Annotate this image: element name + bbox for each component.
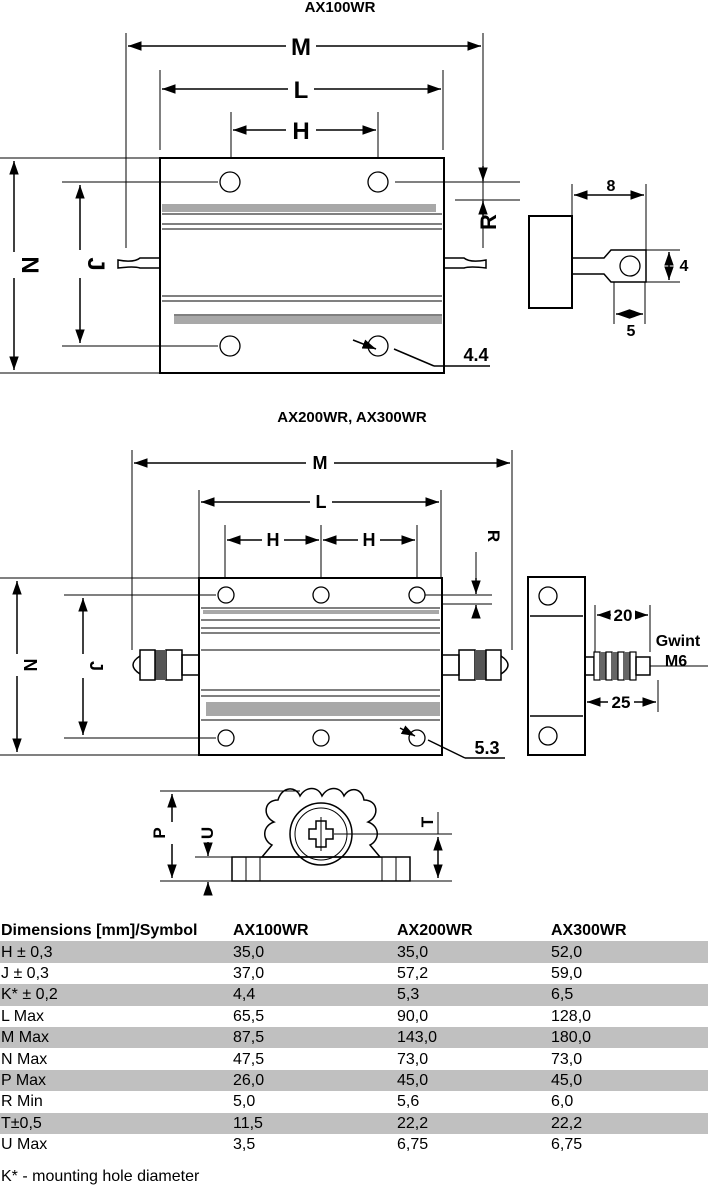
row-ax300: 52,0 bbox=[551, 943, 583, 961]
right-terminal-stud bbox=[441, 649, 509, 681]
row-symbol: J ± 0,3 bbox=[1, 964, 49, 982]
row-ax200: 5,6 bbox=[397, 1093, 420, 1111]
table-row: H ± 0,3 35,0 35,0 52,0 bbox=[0, 941, 708, 963]
row-symbol: U Max bbox=[1, 1136, 48, 1154]
side-dim-20: 20 bbox=[614, 606, 633, 625]
profile-view: P U T bbox=[150, 787, 452, 896]
dim-l-2: L bbox=[316, 492, 327, 512]
dim-h: H bbox=[292, 118, 309, 145]
dim-j-2: J bbox=[86, 661, 106, 671]
row-ax100: 5,0 bbox=[233, 1093, 256, 1111]
table-row: P Max 26,0 45,0 45,0 bbox=[0, 1069, 708, 1092]
table-header-row: Dimensions [mm]/Symbol AX100WR AX200WR A… bbox=[0, 920, 708, 941]
label-gwint: Gwint bbox=[656, 633, 701, 650]
ax100-front-view: M L H N J R bbox=[0, 32, 520, 374]
hole-diameter-5-3: 5.3 bbox=[474, 738, 499, 758]
header-ax200wr: AX200WR bbox=[397, 922, 473, 940]
row-ax200: 22,2 bbox=[397, 1114, 429, 1132]
table-row: R Min 5,0 5,6 6,0 bbox=[0, 1091, 708, 1112]
side-dim-5: 5 bbox=[627, 323, 636, 340]
row-ax200: 5,3 bbox=[397, 986, 420, 1004]
row-ax300: 6,75 bbox=[551, 1136, 583, 1154]
row-ax100: 3,5 bbox=[233, 1136, 256, 1154]
row-symbol: P Max bbox=[1, 1071, 47, 1089]
header-ax300wr: AX300WR bbox=[551, 922, 627, 940]
hole-diameter-4-4: 4.4 bbox=[463, 345, 488, 365]
row-ax200: 6,75 bbox=[397, 1136, 429, 1154]
dim-r-2: R bbox=[484, 530, 503, 542]
dim-t: T bbox=[418, 816, 437, 827]
row-ax300: 59,0 bbox=[551, 964, 583, 982]
dim-h-left: H bbox=[267, 530, 280, 550]
ax200-front-view: M L H H bbox=[0, 450, 513, 759]
dim-p: P bbox=[150, 827, 169, 838]
side-dim-8: 8 bbox=[607, 178, 616, 195]
ax100-side-view: 8 4 5 bbox=[528, 178, 689, 340]
row-ax300: 180,0 bbox=[551, 1029, 592, 1047]
row-ax100: 35,0 bbox=[233, 943, 265, 961]
header-ax100wr: AX100WR bbox=[233, 922, 309, 940]
row-ax100: 87,5 bbox=[233, 1029, 265, 1047]
row-symbol: M Max bbox=[1, 1029, 49, 1047]
row-ax100: 4,4 bbox=[233, 986, 256, 1004]
table-row: N Max 47,5 73,0 73,0 bbox=[0, 1048, 708, 1069]
row-ax100: 47,5 bbox=[233, 1050, 265, 1068]
row-ax300: 22,2 bbox=[551, 1114, 583, 1132]
header-symbol: Dimensions [mm]/Symbol bbox=[1, 922, 198, 940]
side-dim-4: 4 bbox=[680, 258, 689, 275]
row-ax100: 11,5 bbox=[233, 1114, 263, 1132]
row-symbol: T±0,5 bbox=[1, 1114, 42, 1132]
table-row: K* ± 0,2 4,4 5,3 6,5 bbox=[0, 984, 708, 1006]
dim-m-2: M bbox=[313, 453, 328, 473]
row-symbol: K* ± 0,2 bbox=[1, 986, 58, 1004]
row-symbol: R Min bbox=[1, 1093, 43, 1111]
row-ax100: 65,5 bbox=[233, 1007, 265, 1025]
row-ax200: 45,0 bbox=[397, 1071, 429, 1089]
row-ax200: 90,0 bbox=[397, 1007, 429, 1025]
row-ax200: 57,2 bbox=[397, 964, 429, 982]
dim-h-right: H bbox=[363, 530, 376, 550]
table-row: J ± 0,3 37,0 57,2 59,0 bbox=[0, 963, 708, 984]
table-row: M Max 87,5 143,0 180,0 bbox=[0, 1026, 708, 1049]
row-ax300: 45,0 bbox=[551, 1071, 583, 1089]
side-dim-25: 25 bbox=[612, 693, 631, 712]
row-ax200: 73,0 bbox=[397, 1050, 429, 1068]
row-ax300: 6,5 bbox=[551, 986, 574, 1004]
title-ax200wr-ax300wr: AX200WR, AX300WR bbox=[277, 409, 427, 426]
dim-l: L bbox=[294, 77, 309, 104]
footnote: K* - mounting hole diameter bbox=[1, 1168, 200, 1185]
dim-n: N bbox=[16, 256, 43, 273]
technical-drawing: AX100WR M L H bbox=[0, 0, 708, 896]
dim-j: J bbox=[82, 257, 109, 270]
side-stud bbox=[584, 651, 651, 681]
title-ax100wr: AX100WR bbox=[305, 0, 376, 16]
dim-u: U bbox=[198, 827, 217, 839]
row-ax300: 73,0 bbox=[551, 1050, 583, 1068]
table-row: L Max 65,5 90,0 128,0 bbox=[0, 1006, 708, 1027]
row-symbol: L Max bbox=[1, 1007, 44, 1025]
dim-r: R bbox=[476, 214, 501, 230]
row-ax100: 26,0 bbox=[233, 1071, 265, 1089]
label-m6: M6 bbox=[665, 653, 687, 670]
row-ax300: 128,0 bbox=[551, 1007, 592, 1025]
row-ax100: 37,0 bbox=[233, 964, 265, 982]
dimensions-table: Dimensions [mm]/Symbol AX100WR AX200WR A… bbox=[0, 920, 708, 1155]
dim-m: M bbox=[291, 34, 311, 61]
row-ax200: 143,0 bbox=[397, 1029, 438, 1047]
table-row: U Max 3,5 6,75 6,75 bbox=[0, 1134, 708, 1155]
row-symbol: H ± 0,3 bbox=[1, 943, 53, 961]
row-ax200: 35,0 bbox=[397, 943, 429, 961]
left-terminal-stud bbox=[132, 649, 200, 681]
table-row: T±0,5 11,5 22,2 22,2 bbox=[0, 1112, 708, 1134]
ax200-side-view: 20 25 Gwint M6 bbox=[527, 576, 708, 756]
row-symbol: N Max bbox=[1, 1050, 48, 1068]
row-ax300: 6,0 bbox=[551, 1093, 574, 1111]
dim-n-2: N bbox=[20, 659, 40, 672]
